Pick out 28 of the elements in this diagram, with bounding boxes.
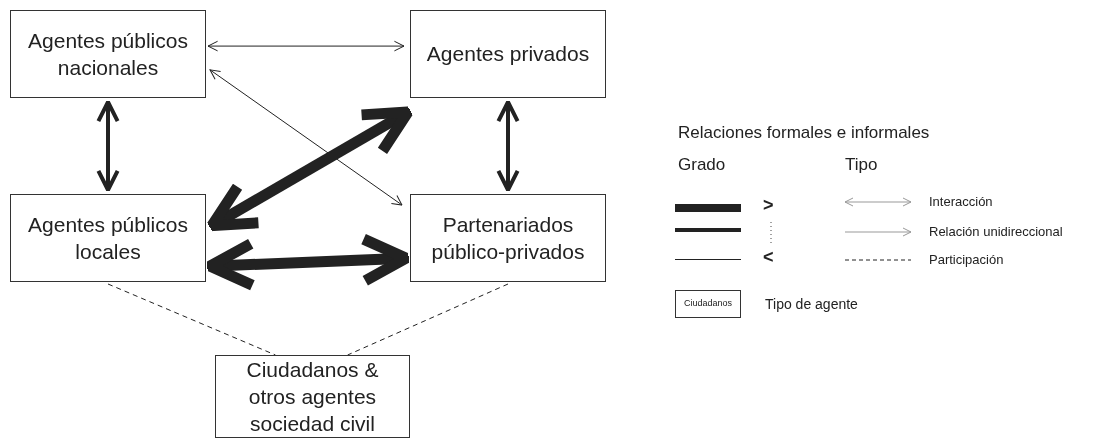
arrow (204, 233, 412, 291)
agent-box (10, 194, 206, 282)
agent-box (410, 194, 606, 282)
dashed-connector (347, 283, 509, 356)
box-label: Ciudadanos & otros agentes sociedad civil (245, 356, 380, 438)
box-label: Partenariados público-privados (430, 211, 586, 265)
arrow (209, 69, 403, 206)
agent-box-sample: Ciudadanos (675, 290, 741, 318)
box-label: Agentes privados (426, 41, 590, 68)
arrow (496, 100, 520, 192)
greater-sign: > (763, 196, 774, 214)
arrow (206, 106, 414, 232)
box-label: Agentes públicos nacionales (27, 27, 189, 81)
legend-label: Interacción (929, 193, 993, 211)
box-label: Agentes públicos locales (27, 211, 189, 265)
legend-heading: Tipo (845, 154, 878, 176)
legend-title: Relaciones formales e informales (678, 122, 930, 144)
legend-heading: Grado (678, 154, 726, 176)
arrow (207, 40, 405, 52)
legend-label: Relación unidireccional (929, 223, 1063, 241)
agent-box (410, 10, 606, 98)
arrow (96, 100, 120, 192)
legend-label: Tipo de agente (765, 294, 858, 314)
less-sign: < (763, 248, 774, 266)
legend-label: Participación (929, 251, 1004, 269)
dashed-connector (107, 283, 276, 356)
agent-box (215, 355, 410, 438)
agent-box (10, 10, 206, 98)
